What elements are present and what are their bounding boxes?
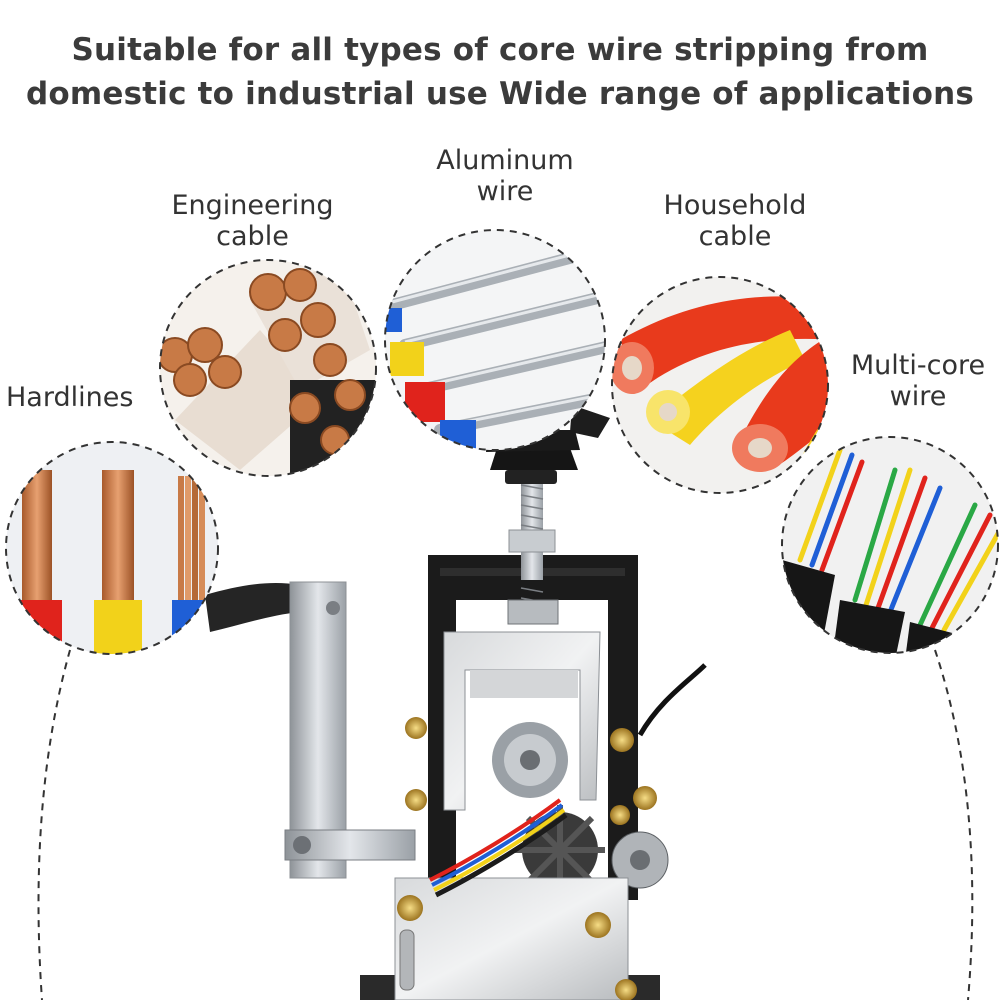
dashed-arc-right bbox=[934, 649, 974, 1000]
label-multi-core-wire: Multi-core wire bbox=[850, 350, 986, 412]
headline: Suitable for all types of core wire stri… bbox=[0, 28, 1000, 116]
label-aluminum-wire: Aluminum wire bbox=[436, 145, 574, 207]
image-aluminum-wire bbox=[384, 229, 606, 451]
image-multi-core-wire bbox=[781, 436, 999, 654]
dashed-arc-left bbox=[37, 649, 71, 1000]
image-household-cable bbox=[611, 276, 829, 494]
wire-stripper-machine bbox=[205, 405, 707, 1000]
image-engineering-cable bbox=[159, 259, 377, 477]
headline-line-2: domestic to industrial use Wide range of… bbox=[25, 76, 974, 112]
label-hardlines: Hardlines bbox=[6, 382, 134, 413]
label-engineering-cable: Engineering cable bbox=[171, 190, 334, 252]
label-household-cable: Household cable bbox=[663, 190, 807, 252]
image-hardlines bbox=[5, 441, 219, 655]
headline-line-1: Suitable for all types of core wire stri… bbox=[71, 32, 929, 68]
